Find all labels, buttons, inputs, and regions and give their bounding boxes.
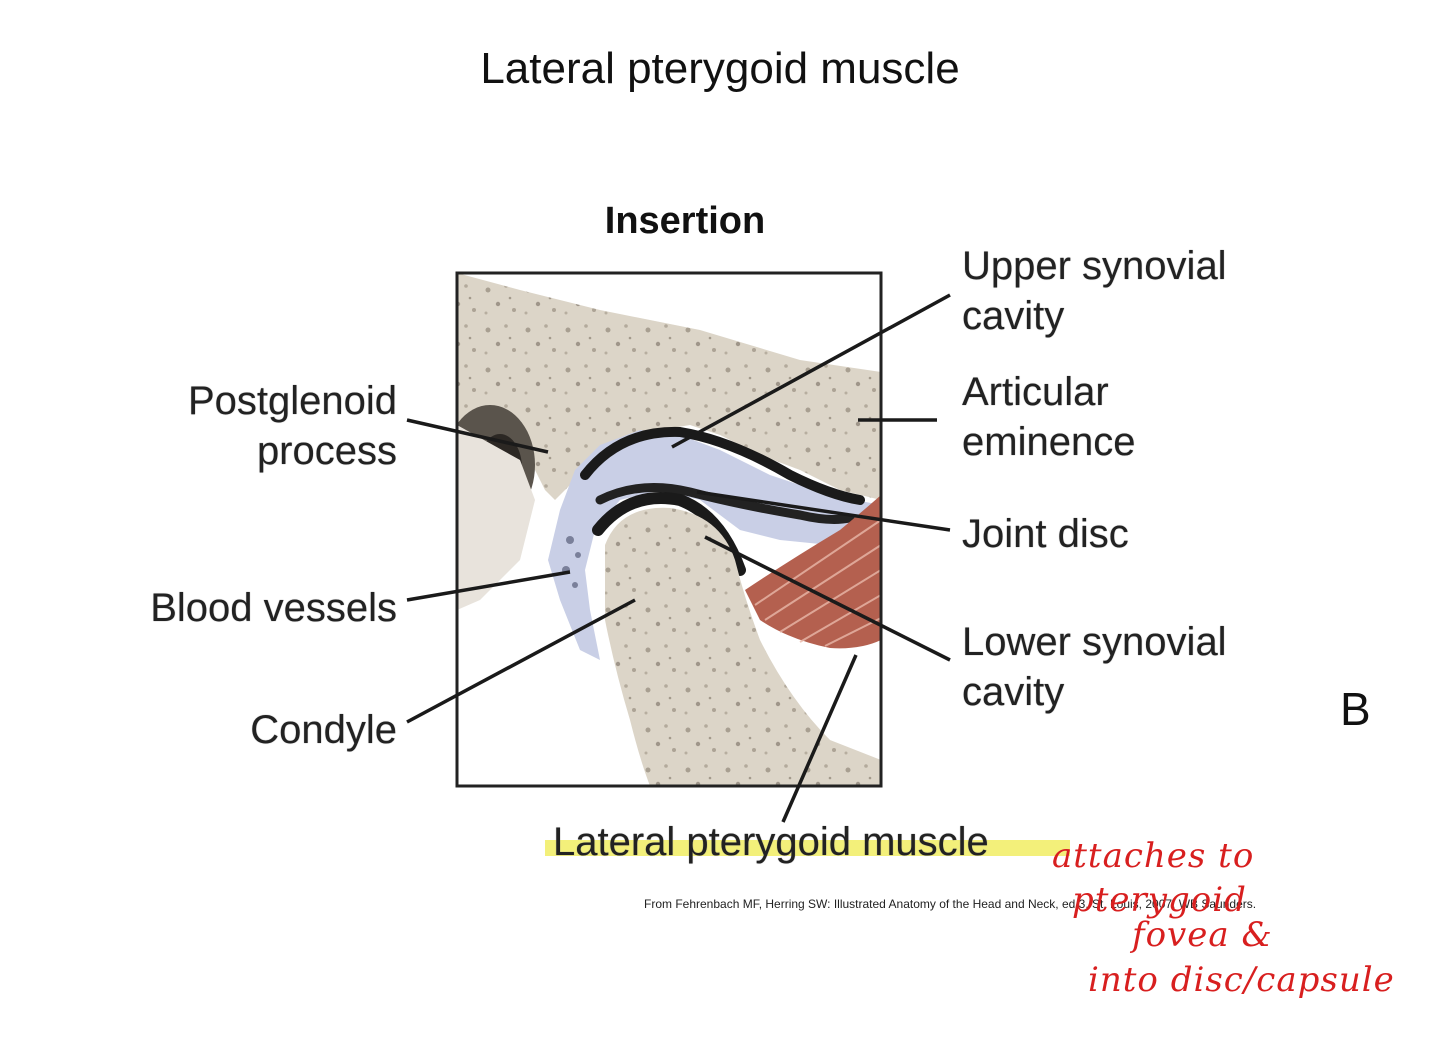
label-joint-disc: Joint disc [962, 512, 1129, 556]
temporal-bone [457, 273, 881, 500]
handwritten-note-line4: into disc/capsule [1088, 960, 1395, 1000]
condyle-bone [605, 507, 881, 786]
leader-postglenoid [406, 418, 549, 454]
panel-letter: B [1340, 683, 1371, 735]
leader-lateral-pterygoid [781, 654, 858, 823]
leader-joint-disc [696, 490, 951, 532]
panel-frame [455, 271, 883, 788]
lower-synovial-cavity [592, 492, 746, 576]
insertion-heading: Insertion [604, 200, 766, 242]
leader-condyle [406, 598, 636, 724]
label-condyle: Condyle [250, 708, 397, 752]
label-line: Lower synovial [962, 620, 1227, 664]
label-line: Upper synovial [962, 244, 1227, 288]
label-line: process [256, 429, 397, 473]
slide-title: Lateral pterygoid muscle [480, 44, 960, 93]
yellow-highlight [545, 840, 1070, 856]
leader-upper-synovial [671, 293, 951, 449]
label-postglenoid-process: Postglenoid process [120, 376, 397, 476]
label-blood-vessels: Blood vessels [150, 586, 397, 630]
label-lateral-pterygoid-muscle: Lateral pterygoid muscle [553, 820, 989, 864]
label-lower-synovial-cavity: Lower synovial cavity [962, 617, 1227, 717]
label-line: Articular [962, 370, 1109, 414]
label-line: cavity [962, 670, 1065, 714]
label-line: Postglenoid [187, 379, 397, 423]
handwritten-note-line3: fovea & [1132, 915, 1273, 955]
label-articular-eminence: Articular eminence [962, 367, 1135, 467]
label-upper-synovial-cavity: Upper synovial cavity [962, 241, 1227, 341]
upper-synovial-cavity [580, 426, 865, 505]
label-line: cavity [962, 294, 1065, 338]
source-citation: From Fehrenbach MF, Herring SW: Illustra… [644, 897, 1257, 911]
leader-lower-synovial [704, 535, 951, 662]
handwritten-note-line2: pterygoid [1072, 880, 1247, 920]
blood-vessel-dots [562, 536, 581, 588]
label-line: eminence [962, 420, 1136, 464]
handwritten-note-line1: attaches to [1052, 836, 1255, 876]
leader-blood-vessels [406, 570, 571, 602]
